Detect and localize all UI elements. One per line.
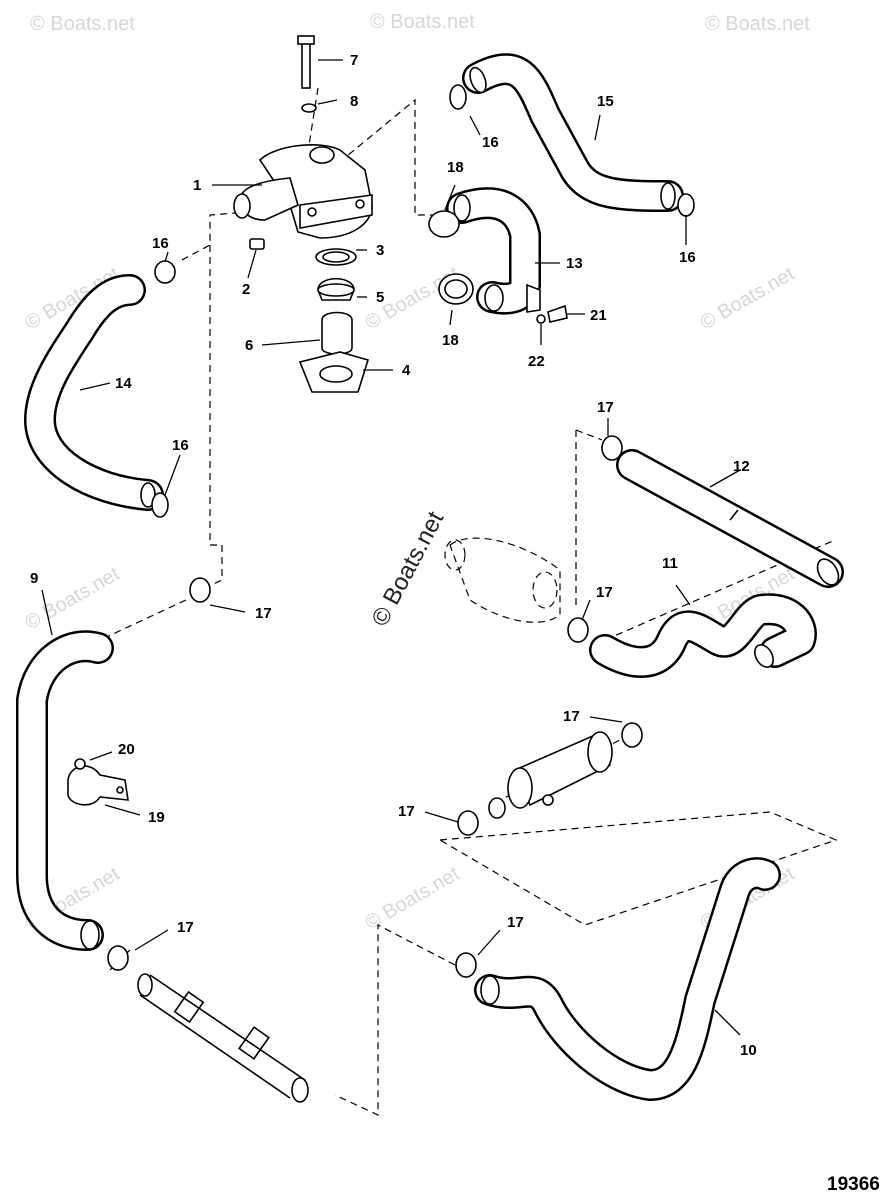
cooler-assembly (457, 722, 643, 836)
callout-9: 9 (30, 570, 38, 587)
hose-11 (589, 593, 817, 678)
nut-20 (74, 758, 86, 770)
clamp-16 (449, 84, 467, 110)
figure-number: 19366 (827, 1174, 880, 1195)
clamps-16-18 (151, 84, 695, 518)
callout-22: 22 (528, 353, 545, 370)
callout-17: 17 (597, 399, 614, 416)
gasket-4 (298, 351, 370, 393)
callout-10: 10 (740, 1042, 757, 1059)
clamp-18 (438, 273, 474, 305)
callout-8: 8 (350, 93, 358, 110)
hose-14 (24, 274, 164, 511)
clamp-16 (154, 260, 176, 284)
callout-7: 7 (350, 52, 358, 69)
bolt-7 (301, 37, 311, 89)
watermark: © Boats.net (370, 11, 475, 33)
plug-2 (249, 238, 265, 250)
clamp-17 (567, 617, 589, 643)
clamp-16 (677, 193, 695, 217)
hose-10 (474, 857, 781, 1101)
callout-2: 2 (242, 281, 250, 298)
heat-exchanger (444, 537, 561, 623)
screw-21 (547, 304, 568, 323)
callout-17: 17 (398, 803, 415, 820)
washer-22 (536, 314, 546, 324)
callout-4: 4 (402, 362, 411, 379)
callout-3: 3 (376, 242, 384, 259)
watermark-center: © Boats.net (366, 507, 449, 631)
callout-18: 18 (447, 159, 464, 176)
callout-1: 1 (193, 177, 201, 194)
thermostat-housing (233, 144, 373, 239)
washer-8 (301, 103, 317, 113)
callout-17: 17 (507, 914, 524, 931)
hose-12 (616, 449, 844, 588)
callout-18: 18 (442, 332, 459, 349)
callout-17: 17 (596, 584, 613, 601)
watermark: © Boats.net (697, 263, 799, 335)
clamp-17 (455, 952, 477, 978)
clamp-16 (151, 492, 169, 518)
callout-14: 14 (115, 375, 132, 392)
callout-21: 21 (590, 307, 607, 324)
callout-20: 20 (118, 741, 135, 758)
watermarks: © Boats.net © Boats.net © Boats.net © Bo… (22, 11, 811, 934)
callout-12: 12 (733, 458, 750, 475)
sleeve-6 (321, 311, 353, 355)
callout-13: 13 (566, 255, 583, 272)
watermark: © Boats.net (705, 13, 810, 35)
callout-5: 5 (376, 289, 384, 306)
callout-15: 15 (597, 93, 614, 110)
clamps-17 (107, 435, 623, 978)
hose-9 (16, 630, 114, 951)
callout-17: 17 (255, 605, 272, 622)
callout-16: 16 (172, 437, 189, 454)
hose-15 (462, 53, 684, 212)
clamp-17 (621, 722, 643, 748)
callout-17: 17 (563, 708, 580, 725)
watermark: © Boats.net (30, 13, 135, 35)
callout-19: 19 (148, 809, 165, 826)
hose-13 (446, 187, 541, 315)
clamp-17 (189, 577, 211, 603)
callout-6: 6 (245, 337, 253, 354)
callout-17: 17 (177, 919, 194, 936)
clamp-17 (457, 810, 479, 836)
housing-small-parts (249, 35, 370, 393)
watermark: © Boats.net (362, 863, 464, 935)
clamp-18 (428, 210, 460, 238)
callout-11: 11 (662, 555, 678, 572)
callout-16: 16 (482, 134, 499, 151)
callouts: 7 8 1 2 3 5 6 4 15 16 18 13 16 16 21 18 … (30, 52, 757, 1059)
callout-16: 16 (152, 235, 169, 252)
strap-19 (67, 758, 129, 806)
leader-lines (41, 59, 741, 1036)
water-pipe (137, 973, 309, 1103)
clamp-17 (601, 435, 623, 461)
clamp-17 (107, 945, 129, 971)
callout-16: 16 (679, 249, 696, 266)
